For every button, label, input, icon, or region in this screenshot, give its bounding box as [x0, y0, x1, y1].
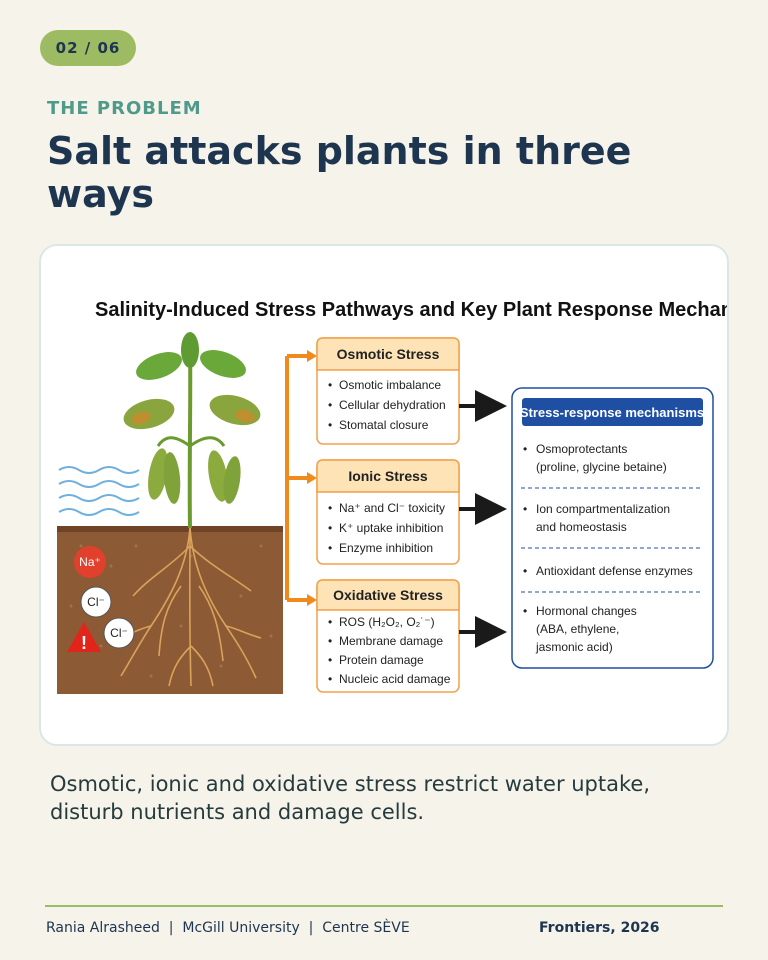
- svg-text:(proline, glycine betaine): (proline, glycine betaine): [536, 460, 667, 474]
- svg-text:Na⁺ and Cl⁻ toxicity: Na⁺ and Cl⁻ toxicity: [339, 501, 445, 515]
- svg-text:!: !: [81, 633, 87, 653]
- stress-pathways-diagram: Salinity-Induced Stress Pathways and Key…: [57, 299, 729, 694]
- slide-title: Salt attacks plants in three ways: [47, 129, 632, 216]
- svg-text:K⁺ uptake inhibition: K⁺ uptake inhibition: [339, 521, 443, 535]
- stress-branch-connector: [285, 354, 309, 602]
- ionic-stress-heading: Ionic Stress: [348, 468, 428, 484]
- svg-text:Hormonal changes: Hormonal changes: [536, 604, 637, 618]
- oxidative-stress-heading: Oxidative Stress: [333, 587, 443, 603]
- svg-text:Nucleic acid damage: Nucleic acid damage: [339, 672, 451, 686]
- svg-text:jasmonic acid): jasmonic acid): [535, 640, 613, 654]
- svg-text:(ABA, ethylene,: (ABA, ethylene,: [536, 622, 619, 636]
- svg-text:Osmotic imbalance: Osmotic imbalance: [339, 378, 441, 392]
- svg-text:•: •: [328, 521, 332, 535]
- svg-text:Enzyme inhibition: Enzyme inhibition: [339, 541, 433, 555]
- footer-citation: Frontiers, 2026: [539, 920, 660, 936]
- svg-text:ROS (H₂O₂, O₂˙⁻): ROS (H₂O₂, O₂˙⁻): [339, 615, 435, 629]
- svg-text:and homeostasis: and homeostasis: [536, 520, 627, 534]
- orange-arrowheads: [307, 350, 317, 606]
- svg-text:Stomatal closure: Stomatal closure: [339, 418, 429, 432]
- svg-text:•: •: [523, 442, 527, 456]
- svg-text:Cl⁻: Cl⁻: [87, 595, 105, 609]
- svg-text:•: •: [328, 378, 332, 392]
- diagram-title: Salinity-Induced Stress Pathways and Key…: [95, 299, 729, 321]
- svg-text:Membrane damage: Membrane damage: [339, 634, 443, 648]
- oxidative-stress-box: Oxidative Stress • ROS (H₂O₂, O₂˙⁻) • Memb…: [316, 579, 460, 693]
- svg-text:•: •: [328, 634, 332, 648]
- chloride-ion-icon-2: Cl⁻: [103, 617, 135, 649]
- svg-text:•: •: [328, 418, 332, 432]
- plant-roots: [118, 527, 262, 687]
- svg-text:•: •: [328, 501, 332, 515]
- svg-text:•: •: [328, 398, 332, 412]
- footer-credits: Rania Alrasheed | McGill University | Ce…: [46, 920, 410, 936]
- svg-text:•: •: [328, 541, 332, 555]
- osmotic-stress-heading: Osmotic Stress: [337, 346, 440, 362]
- svg-text:Osmoprotectants: Osmoprotectants: [536, 442, 627, 456]
- eyebrow-label: THE PROBLEM: [47, 98, 202, 119]
- svg-text:•: •: [328, 615, 332, 629]
- svg-text:Ion compartmentalization: Ion compartmentalization: [536, 502, 670, 516]
- svg-text:•: •: [523, 604, 527, 618]
- diagram-card: Salinity-Induced Stress Pathways and Key…: [39, 244, 729, 746]
- ionic-stress-box: Ionic Stress • Na⁺ and Cl⁻ toxicity • K⁺ u…: [316, 459, 460, 565]
- sodium-ion-icon: Na⁺: [74, 546, 106, 578]
- osmotic-stress-box: Osmotic Stress • Osmotic imbalance • Cellu…: [316, 337, 460, 445]
- chloride-ion-icon: Cl⁻: [80, 586, 112, 618]
- slide-caption: Osmotic, ionic and oxidative stress rest…: [50, 772, 650, 824]
- water-waves-icon: [58, 466, 140, 516]
- svg-text:•: •: [523, 564, 527, 578]
- svg-text:Na⁺: Na⁺: [79, 555, 101, 569]
- warning-icon: !: [67, 622, 101, 653]
- svg-text:•: •: [523, 502, 527, 516]
- plant-shoot: [123, 332, 261, 529]
- slide-counter-badge: 02 / 06: [40, 30, 136, 66]
- footer-divider: [45, 905, 723, 907]
- svg-text:•: •: [328, 672, 332, 686]
- svg-text:Protein damage: Protein damage: [339, 653, 424, 667]
- svg-text:Cl⁻: Cl⁻: [110, 626, 128, 640]
- response-mechanisms-box: Stress-response mechanisms • Osmoprotect…: [511, 387, 714, 669]
- pathway-arrows: [459, 390, 507, 648]
- svg-text:Antioxidant defense enzymes: Antioxidant defense enzymes: [536, 564, 693, 578]
- mechanisms-heading: Stress-response mechanisms: [520, 405, 704, 420]
- svg-text:•: •: [328, 653, 332, 667]
- svg-text:Cellular dehydration: Cellular dehydration: [339, 398, 446, 412]
